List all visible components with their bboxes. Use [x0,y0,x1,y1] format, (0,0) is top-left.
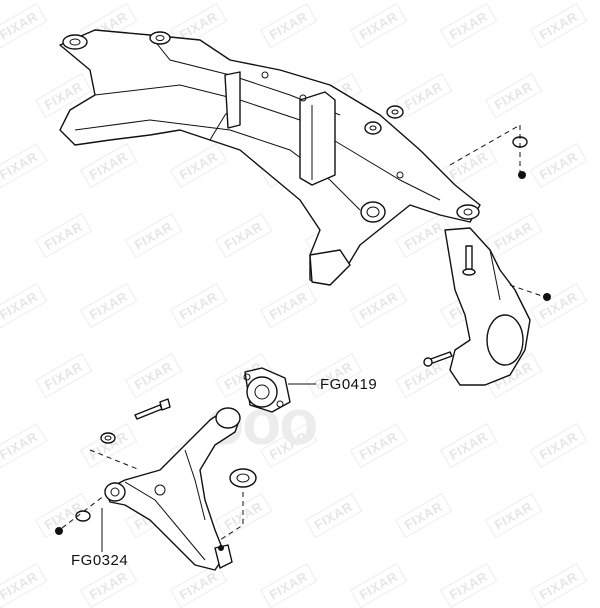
callout-fg0324: FG0324 [71,552,129,569]
callout-fg0419: FG0419 [320,376,378,393]
lower-control-arm [104,407,241,571]
fg0324-bushing-parts [55,494,106,552]
pivot-bolt [89,398,171,471]
steering-knuckle [423,227,551,386]
mount-bushings [364,105,528,179]
bushing-fg0419 [243,367,316,413]
arm-rear-bushing [219,468,257,541]
subframe [59,29,481,286]
